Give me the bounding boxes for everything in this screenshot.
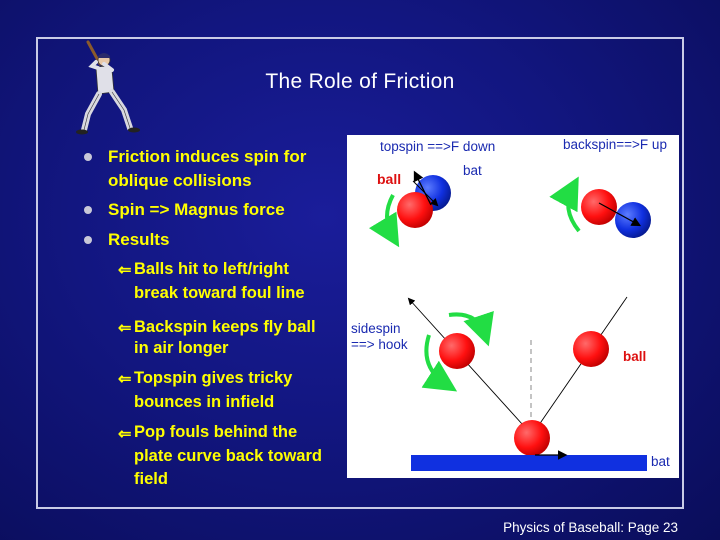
sub-bullet-text: Pop fouls behind the (134, 423, 298, 441)
sub-bullet-text: Topspin gives tricky (134, 369, 293, 387)
ball (581, 189, 617, 225)
ball-label: ball (377, 171, 401, 187)
sub-bullet-text: Backspin keeps fly ball (134, 318, 316, 336)
sub-bullet-text: field (134, 470, 168, 488)
sub-bullet-text: in air longer (134, 339, 229, 357)
sidespin-label: sidespin (351, 321, 401, 336)
bat-label: bat (463, 163, 482, 178)
backspin-arrow (549, 176, 581, 233)
ball (439, 333, 475, 369)
topspin-arrow (368, 194, 400, 248)
sub-bullet-text: plate curve back toward (134, 447, 322, 465)
bullet-text: Spin => Magnus force (108, 200, 285, 219)
bullet-text: Results (108, 230, 170, 249)
sub-bullet-text: break toward foul line (134, 284, 305, 302)
bat-bar (411, 455, 647, 471)
trajectory-line (407, 297, 533, 436)
bullet-text: oblique collisions (108, 171, 252, 190)
topspin-label: topspin ==>F down (380, 139, 495, 154)
slide-title: The Role of Friction (265, 70, 455, 93)
sidespin-label: ==> hook (351, 337, 408, 352)
bullet-text: Friction induces spin for (108, 147, 307, 166)
backspin-label: backspin==>F up (563, 137, 667, 152)
bullet-dot-icon (84, 206, 92, 214)
ball-label: ball (623, 349, 646, 364)
sub-bullet-text: bounces in infield (134, 393, 275, 411)
force-arrow (598, 202, 642, 227)
ball (514, 420, 550, 456)
sidespin-arrow (421, 334, 458, 392)
bat-label: bat (651, 454, 670, 469)
velocity-arrow (412, 180, 439, 207)
ball (397, 192, 433, 228)
trajectory-line (531, 296, 628, 436)
slide-frame (36, 37, 684, 509)
sub-bullet-arrow-icon: ⇐ (118, 426, 132, 443)
bat-ball (615, 202, 651, 238)
page-footer: Physics of Baseball: Page 23 (503, 520, 678, 535)
sidespin-arrow (448, 310, 494, 347)
friction-diagram: topspin ==>F down backspin==>F up ball b… (347, 135, 679, 478)
force-arrow (413, 170, 432, 206)
bullet-dot-icon (84, 236, 92, 244)
ball (573, 331, 609, 367)
sub-bullet-text: Balls hit to left/right (134, 260, 289, 278)
sub-bullet-arrow-icon: ⇐ (118, 371, 132, 388)
bullet-dot-icon (84, 153, 92, 161)
sub-bullet-arrow-icon: ⇐ (118, 262, 132, 279)
diagram-svg: topspin ==>F down backspin==>F up ball b… (351, 137, 670, 471)
baseball-batter-clipart (76, 40, 140, 135)
sub-bullet-arrow-icon: ⇐ (118, 320, 132, 337)
